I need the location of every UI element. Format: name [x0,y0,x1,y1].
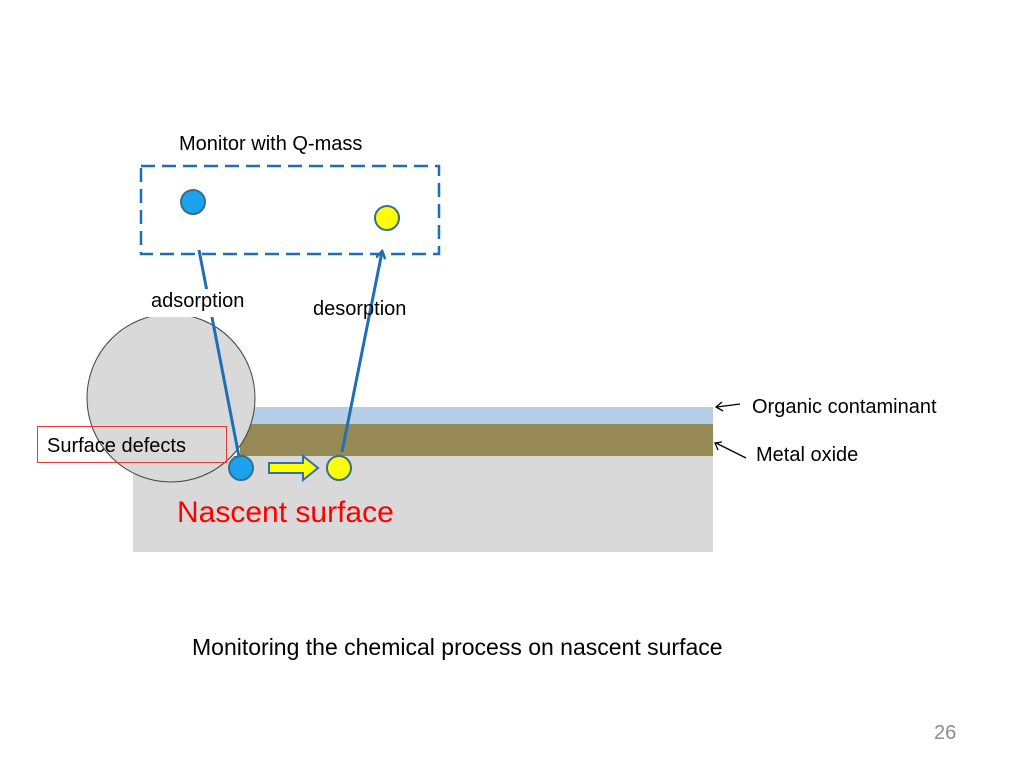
metal-oxide-layer [240,424,713,456]
desorption-label: desorption [313,298,407,320]
metal-oxide-pointer-arrow [714,441,747,459]
blue-particle-surface [228,455,254,481]
nascent-surface-label: Nascent surface [177,496,394,529]
page-number: 26 [934,722,957,744]
organic-contaminant-layer [240,407,713,424]
adsorption-arrow [197,249,240,462]
desorption-arrow [340,252,382,453]
monitor-label: Monitor with Q-mass [179,133,363,155]
adsorption-label: adsorption [143,289,251,317]
surface-defects-label: Surface defects [37,426,227,463]
organic-pointer-arrow [714,401,741,412]
yellow-particle-surface [326,455,352,481]
metal-oxide-label: Metal oxide [756,444,859,466]
process-arrow [268,453,320,483]
organic-contaminant-label: Organic contaminant [752,396,937,418]
blue-particle-monitor [180,189,206,215]
yellow-particle-monitor [374,205,400,231]
monitor-dashed-box [139,164,441,256]
slide-caption: Monitoring the chemical process on nasce… [192,634,723,660]
